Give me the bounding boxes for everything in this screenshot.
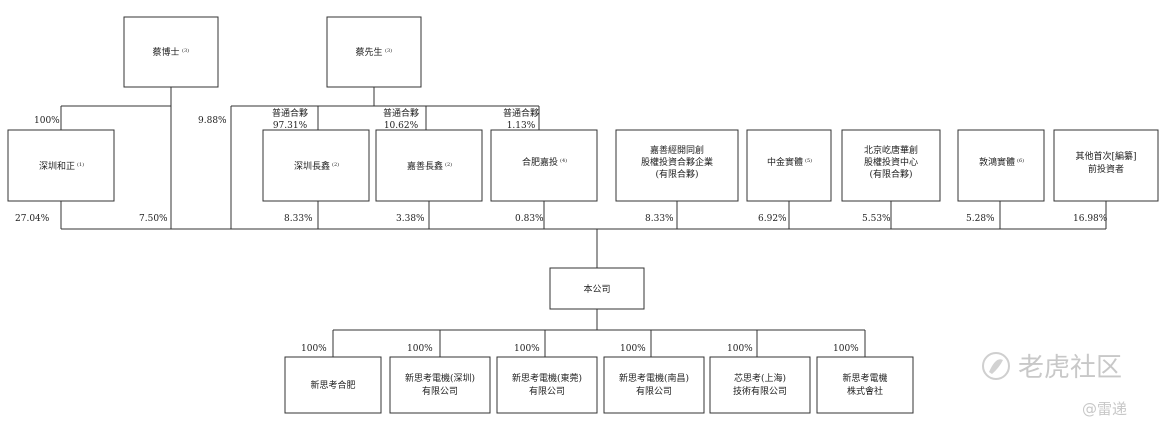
tiger-logo-icon — [982, 352, 1010, 380]
sub4-line2: 有限公司 — [636, 385, 672, 397]
other-investors-line2: 前投資者 — [1088, 163, 1124, 175]
shareholder-dunhong-entity: 敦鴻實體 (6) — [957, 129, 1045, 202]
gp-pct-2: 10.62% — [384, 121, 419, 131]
gp-pct-3: 1.13% — [507, 121, 536, 131]
shareholder-cicc-entity: 中金實體 (5) — [746, 129, 832, 202]
other-investors-line1: 其他首次[編纂] — [1075, 150, 1136, 162]
shareholder-jiashan-changxin: 嘉善長鑫 (2) — [375, 129, 483, 202]
dunhong-pct: 5.28% — [966, 214, 995, 224]
beijing-yitang-line1: 北京屹唐華創 — [864, 144, 918, 156]
jiashan-jingkai-line2: 股權投資合夥企業 — [641, 156, 713, 168]
jiashan-jingkai-pct: 8.33% — [645, 214, 674, 224]
jiashan-jingkai-line1: 嘉善經開同創 — [650, 144, 704, 156]
sub2-pct: 100% — [407, 344, 433, 354]
yitang-pct: 5.53% — [862, 214, 891, 224]
company-label: 本公司 — [583, 283, 610, 295]
sub3-line2: 有限公司 — [529, 385, 565, 397]
dr-cai-direct-pct: 7.50% — [139, 214, 168, 224]
dunhong-entity-label: 敦鴻實體 — [979, 156, 1015, 168]
sub4-line1: 新思考電機(南昌) — [619, 372, 689, 384]
shareholder-hefei-jiatou: 合肥嘉投 (4) — [490, 129, 598, 202]
subsidiary-japan: 新思考電機 株式會社 — [816, 356, 914, 414]
sub4-pct: 100% — [620, 344, 646, 354]
shenzhen-changxin-pct: 8.33% — [284, 214, 313, 224]
gp-label-2: 普通合夥 — [383, 107, 419, 119]
company-node: 本公司 — [549, 267, 645, 310]
hefei-jiatou-label: 合肥嘉投 — [522, 156, 558, 168]
dr-direct-pct: 9.88% — [198, 116, 227, 126]
subsidiary-hefei: 新思考合肥 — [284, 356, 382, 414]
beijing-yitang-line2: 股權投資中心 — [864, 156, 918, 168]
jiashan-jingkai-line3: (有限合夥) — [655, 168, 698, 180]
subsidiary-shenzhen: 新思考電機(深圳) 有限公司 — [389, 356, 491, 414]
watermark-handle: @雷递 — [1082, 400, 1127, 418]
shareholder-shenzhen-hezheng: 深圳和正 (1) — [7, 129, 115, 202]
shareholder-beijing-yitang: 北京屹唐華創 股權投資中心 (有限合夥) — [841, 129, 941, 202]
sub3-pct: 100% — [514, 344, 540, 354]
shareholder-shenzhen-changxin: 深圳長鑫 (2) — [262, 129, 370, 202]
hefei-jiatou-note: (4) — [560, 157, 567, 164]
gp-label-1: 普通合夥 — [272, 107, 308, 119]
dunhong-entity-note: (6) — [1017, 157, 1024, 164]
mr-cai-label: 蔡先生 — [355, 46, 382, 58]
shareholder-jiashan-jingkai: 嘉善經開同創 股權投資合夥企業 (有限合夥) — [615, 129, 739, 202]
shenzhen-hezheng-label: 深圳和正 — [39, 161, 75, 172]
sub6-pct: 100% — [833, 344, 859, 354]
shenzhen-hezheng-note: (1) — [77, 161, 84, 168]
shenzhen-changxin-note: (2) — [332, 161, 339, 168]
dr-cai-note: (3) — [182, 47, 189, 54]
jiashan-changxin-note: (2) — [445, 161, 452, 168]
gp-pct-1: 97.31% — [273, 121, 308, 131]
sub5-line1: 芯思考(上海) — [734, 372, 786, 384]
mr-cai-note: (3) — [385, 47, 392, 54]
sub1-line1: 新思考合肥 — [310, 379, 355, 391]
shareholder-other-pre-ipo-investors: 其他首次[編纂] 前投資者 — [1053, 129, 1159, 202]
hezheng-pct: 27.04% — [15, 214, 50, 224]
sub2-line2: 有限公司 — [422, 385, 458, 397]
mr-cai-node: 蔡先生 (3) — [326, 16, 422, 88]
jiashan-changxin-label: 嘉善長鑫 — [407, 160, 443, 172]
shenzhen-changxin-label: 深圳長鑫 — [294, 160, 330, 172]
subsidiary-shanghai: 芯思考(上海) 技術有限公司 — [709, 356, 811, 414]
sub2-line1: 新思考電機(深圳) — [405, 372, 475, 384]
cicc-pct: 6.92% — [758, 214, 787, 224]
watermark: 老虎社区 @雷递 — [982, 352, 1127, 418]
sub3-line1: 新思考電機(東莞) — [512, 372, 582, 384]
dr-to-hezheng-pct: 100% — [34, 116, 60, 126]
dr-cai-node: 蔡博士 (3) — [123, 16, 219, 88]
cicc-entity-note: (5) — [805, 157, 812, 164]
sub5-pct: 100% — [727, 344, 753, 354]
hefei-jiatou-pct: 0.83% — [515, 214, 544, 224]
subsidiary-dongguan: 新思考電機(東莞) 有限公司 — [496, 356, 598, 414]
jiashan-changxin-pct: 3.38% — [396, 214, 425, 224]
sub6-line1: 新思考電機 — [842, 372, 887, 384]
sub1-pct: 100% — [301, 344, 327, 354]
sub5-line2: 技術有限公司 — [733, 385, 787, 397]
gp-label-3: 普通合夥 — [503, 107, 539, 119]
other-investors-pct: 16.98% — [1073, 214, 1108, 224]
cicc-entity-label: 中金實體 — [767, 156, 803, 168]
dr-cai-label: 蔡博士 — [152, 46, 179, 58]
subsidiary-nanchang: 新思考電機(南昌) 有限公司 — [603, 356, 705, 414]
beijing-yitang-line3: (有限合夥) — [869, 168, 912, 180]
sub6-line2: 株式會社 — [847, 385, 883, 397]
watermark-brand: 老虎社区 — [1018, 353, 1122, 383]
